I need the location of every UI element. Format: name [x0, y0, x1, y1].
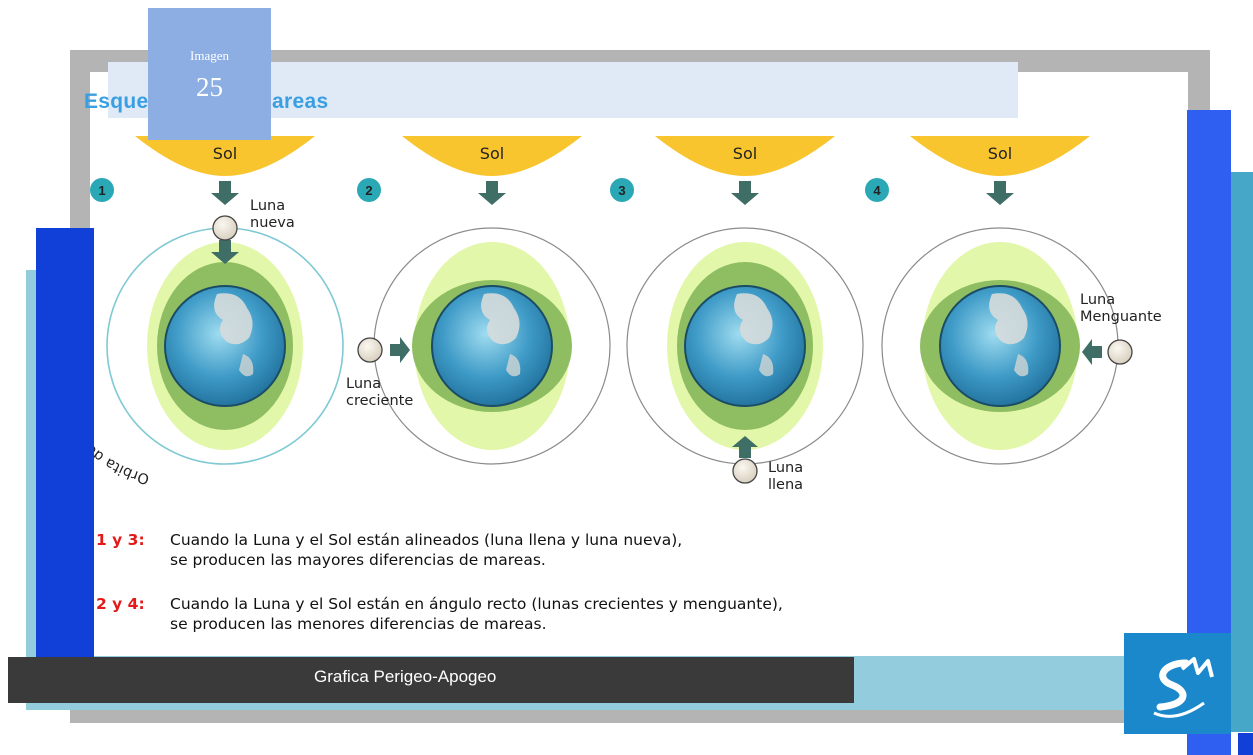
step-number: 1 [98, 183, 105, 198]
earth-landmass [734, 293, 773, 345]
image-badge-number: 25 [196, 72, 223, 102]
earth-landmass [481, 293, 520, 345]
sun-label: Sol [733, 144, 757, 163]
moon-pull-arrow [732, 436, 758, 458]
sun-label: Sol [213, 144, 237, 163]
note-line: se producen las mayores diferencias de m… [170, 551, 546, 569]
caption-text: Grafica Perigeo-Apogeo [314, 667, 497, 686]
moon-pull-arrow [390, 337, 410, 363]
earth [431, 285, 553, 407]
sun-label: Sol [480, 144, 504, 163]
earth [939, 285, 1061, 407]
moon-label: Luna [250, 198, 285, 214]
moon-label: Luna [768, 460, 803, 476]
note-line: se producen las menores diferencias de m… [170, 615, 547, 633]
image-badge-label: Imagen [190, 48, 229, 63]
moon-label: nueva [250, 215, 295, 231]
moon-label: Luna [346, 376, 381, 392]
note-aligned: 1 y 3: Cuando la Luna y el Sol están alin… [96, 530, 682, 570]
moon-label: llena [768, 477, 803, 493]
note-key: 1 y 3: [96, 531, 145, 549]
caption-bar: Grafica Perigeo-Apogeo [8, 657, 854, 703]
sun-ray-arrow [211, 181, 239, 205]
moon [212, 215, 238, 241]
moon [1107, 339, 1133, 365]
step-badge [610, 178, 634, 202]
sun-shape [910, 136, 1090, 176]
sun-shape [655, 136, 835, 176]
earth-landmass [759, 354, 774, 377]
note-key: 2 y 4: [96, 595, 145, 613]
step-badge [90, 178, 114, 202]
earth-landmass [239, 354, 254, 377]
sun-ray-arrow [986, 181, 1014, 205]
step-number: 2 [365, 183, 372, 198]
logo-icon [1124, 633, 1231, 734]
earth [164, 285, 286, 407]
step-number: 4 [873, 183, 881, 198]
moon-label: creciente [346, 393, 413, 409]
moon-pull-arrow [211, 240, 239, 264]
earth-landmass [214, 293, 253, 345]
step-badge [357, 178, 381, 202]
earth-landmass [1014, 354, 1029, 377]
moon [732, 458, 758, 484]
earth [684, 285, 806, 407]
sun-ray-arrow [731, 181, 759, 205]
note-right-angle: 2 y 4: Cuando la Luna y el Sol están en á… [96, 594, 783, 634]
moon-pull-arrow [1082, 339, 1102, 365]
note-line: Cuando la Luna y el Sol están en ángulo … [170, 595, 783, 613]
step-number: 3 [618, 183, 625, 198]
note-line: Cuando la Luna y el Sol están alineados … [170, 531, 683, 549]
moon [357, 337, 383, 363]
sun-ray-arrow [478, 181, 506, 205]
decor-bar-blue-left [36, 228, 94, 680]
sun-label: Sol [988, 144, 1012, 163]
sun-shape [402, 136, 582, 176]
sun-shape [135, 136, 315, 176]
step-badge [865, 178, 889, 202]
earth-landmass [989, 293, 1028, 345]
decor-bar-blue-corner [1238, 733, 1253, 755]
earth-landmass [506, 354, 521, 377]
moon-label: Luna [1080, 292, 1115, 308]
moon-label: Menguante [1080, 309, 1162, 325]
image-number-badge: Imagen 25 [148, 8, 271, 140]
